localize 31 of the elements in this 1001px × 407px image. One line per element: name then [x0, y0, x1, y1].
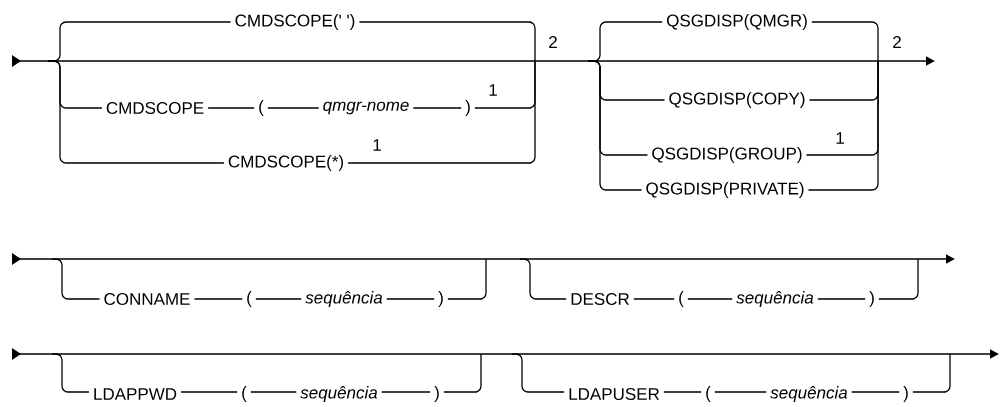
parenthesis-label: (: [674, 287, 688, 311]
variable-label: sequência: [296, 382, 382, 406]
keyword-label: CONNAME: [99, 289, 195, 309]
parenthesis-label: ): [865, 287, 879, 311]
keyword-label: LDAPUSER: [564, 384, 664, 404]
keyword-label: CMDSCOPE(' '): [230, 10, 360, 34]
parenthesis-label: ): [461, 96, 475, 120]
parenthesis-label: (: [242, 287, 256, 311]
parenthesis-label: ): [899, 382, 913, 406]
parenthesis-label: ): [434, 287, 448, 311]
variable-label: sequência: [301, 287, 387, 311]
footnote-number: 2: [893, 36, 901, 48]
parenthesis-label: (: [237, 382, 251, 406]
footnote-number: 1: [373, 139, 381, 151]
parenthesis-label: (: [254, 96, 268, 120]
footnote-number: 1: [489, 84, 497, 96]
variable-label: sequência: [732, 287, 818, 311]
footnote-number: 2: [549, 36, 557, 48]
parenthesis-label: ): [430, 382, 444, 406]
keyword-label: DESCR: [566, 289, 634, 309]
keyword-label: QSGDISP(GROUP): [647, 143, 807, 167]
variable-label: sequência: [766, 382, 852, 406]
keyword-label: QSGDISP(COPY): [664, 88, 810, 112]
variable-label: qmgr-nome: [318, 97, 414, 119]
footnote-number: 1: [836, 132, 844, 144]
keyword-label: QSGDISP(PRIVATE): [641, 178, 809, 202]
keyword-label: CMDSCOPE: [101, 98, 209, 118]
parenthesis-label: (: [701, 382, 715, 406]
keyword-label: CMDSCOPE(*): [223, 151, 349, 175]
keyword-label: QSGDISP(QMGR): [662, 10, 812, 34]
keyword-label: LDAPPWD: [88, 384, 182, 404]
